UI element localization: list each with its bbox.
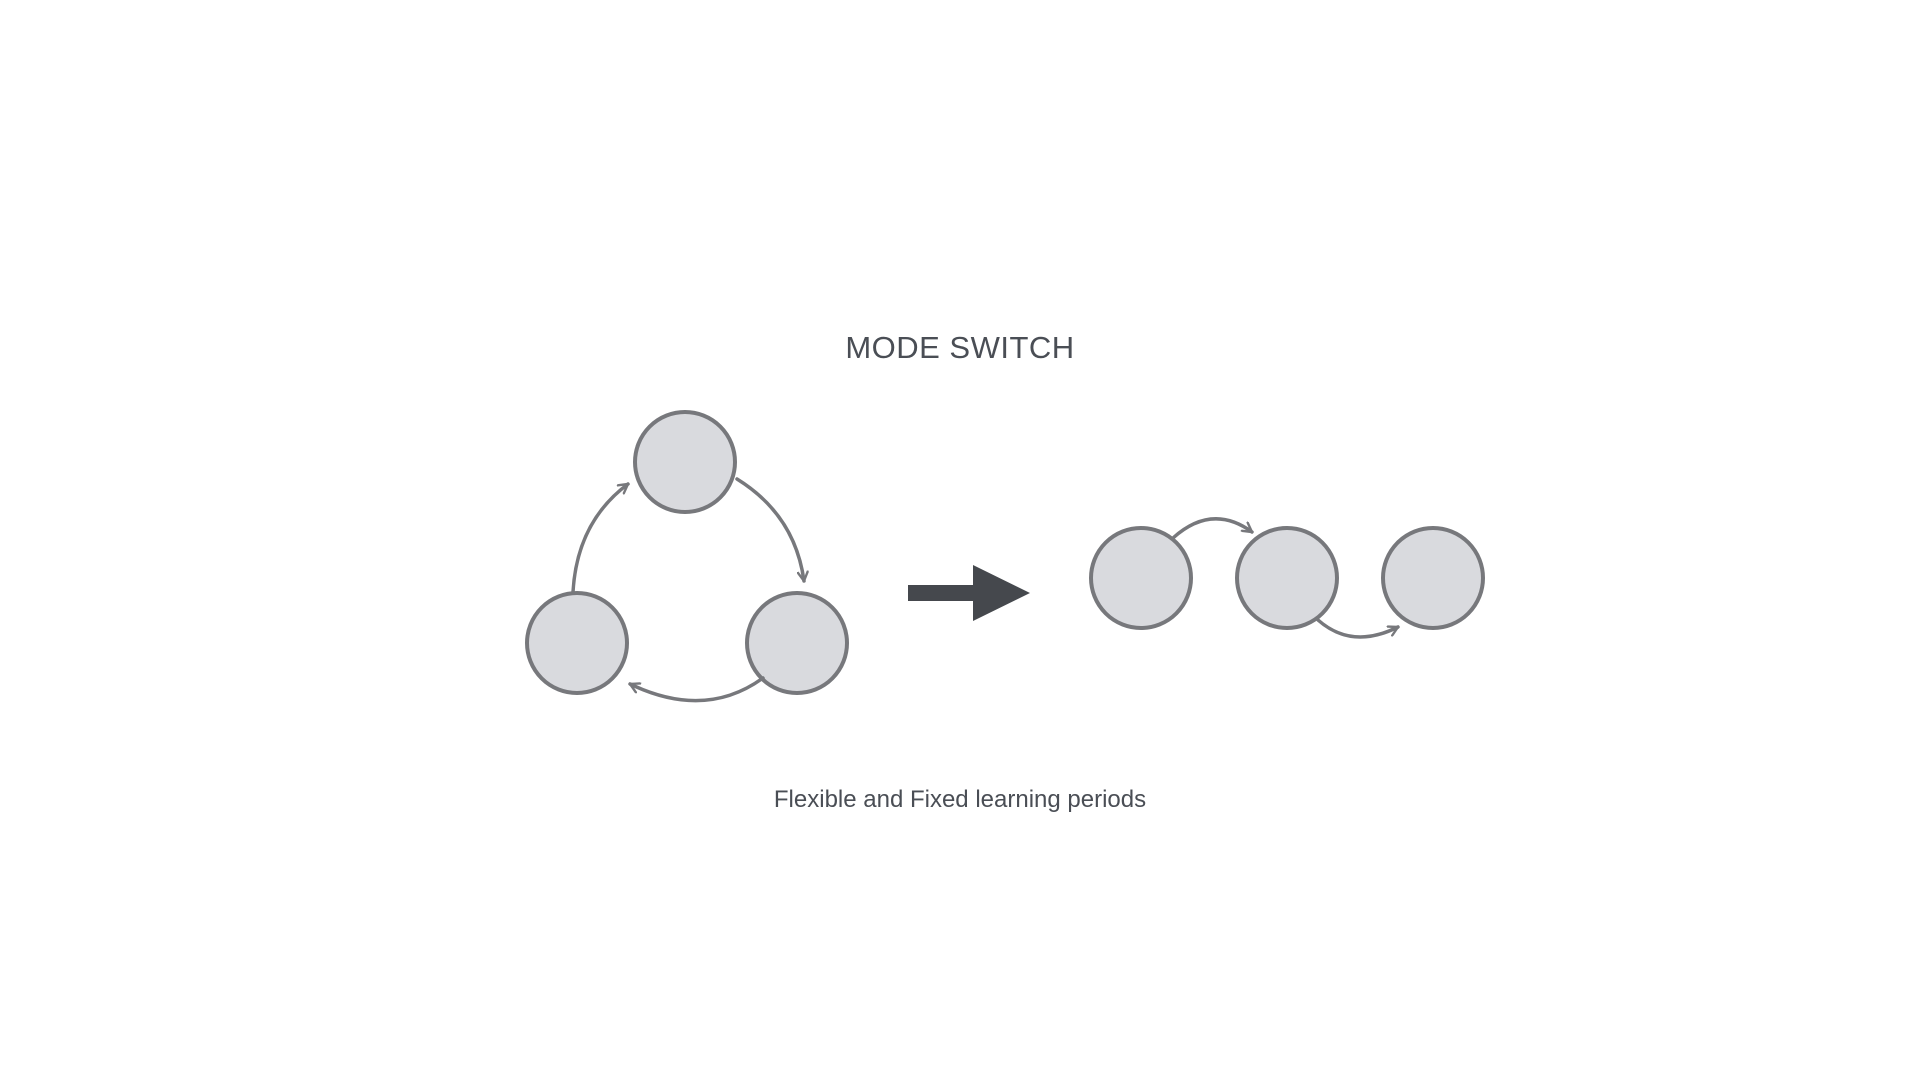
- cycle-arrow-right-to-left: [628, 676, 765, 703]
- chain-node-3: [1381, 526, 1485, 630]
- chain-node-2: [1235, 526, 1339, 630]
- chain-node-1: [1089, 526, 1193, 630]
- cycle-node-top: [633, 410, 737, 514]
- diagram-title: MODE SWITCH: [845, 330, 1075, 365]
- transition-arrow: [908, 565, 1030, 621]
- chain-arrow-1-to-2: [1171, 517, 1254, 540]
- diagram-caption: Flexible and Fixed learning periods: [773, 786, 1147, 813]
- cycle-arrow-top-to-right: [735, 477, 804, 583]
- cycle-arrow-left-to-top: [571, 482, 630, 594]
- chain-arrow-2-to-3: [1316, 618, 1400, 639]
- cycle-node-bottom-right: [745, 591, 849, 695]
- chain-group: [1089, 517, 1485, 639]
- cycle-node-bottom-left: [525, 591, 629, 695]
- cycle-group: [525, 410, 849, 703]
